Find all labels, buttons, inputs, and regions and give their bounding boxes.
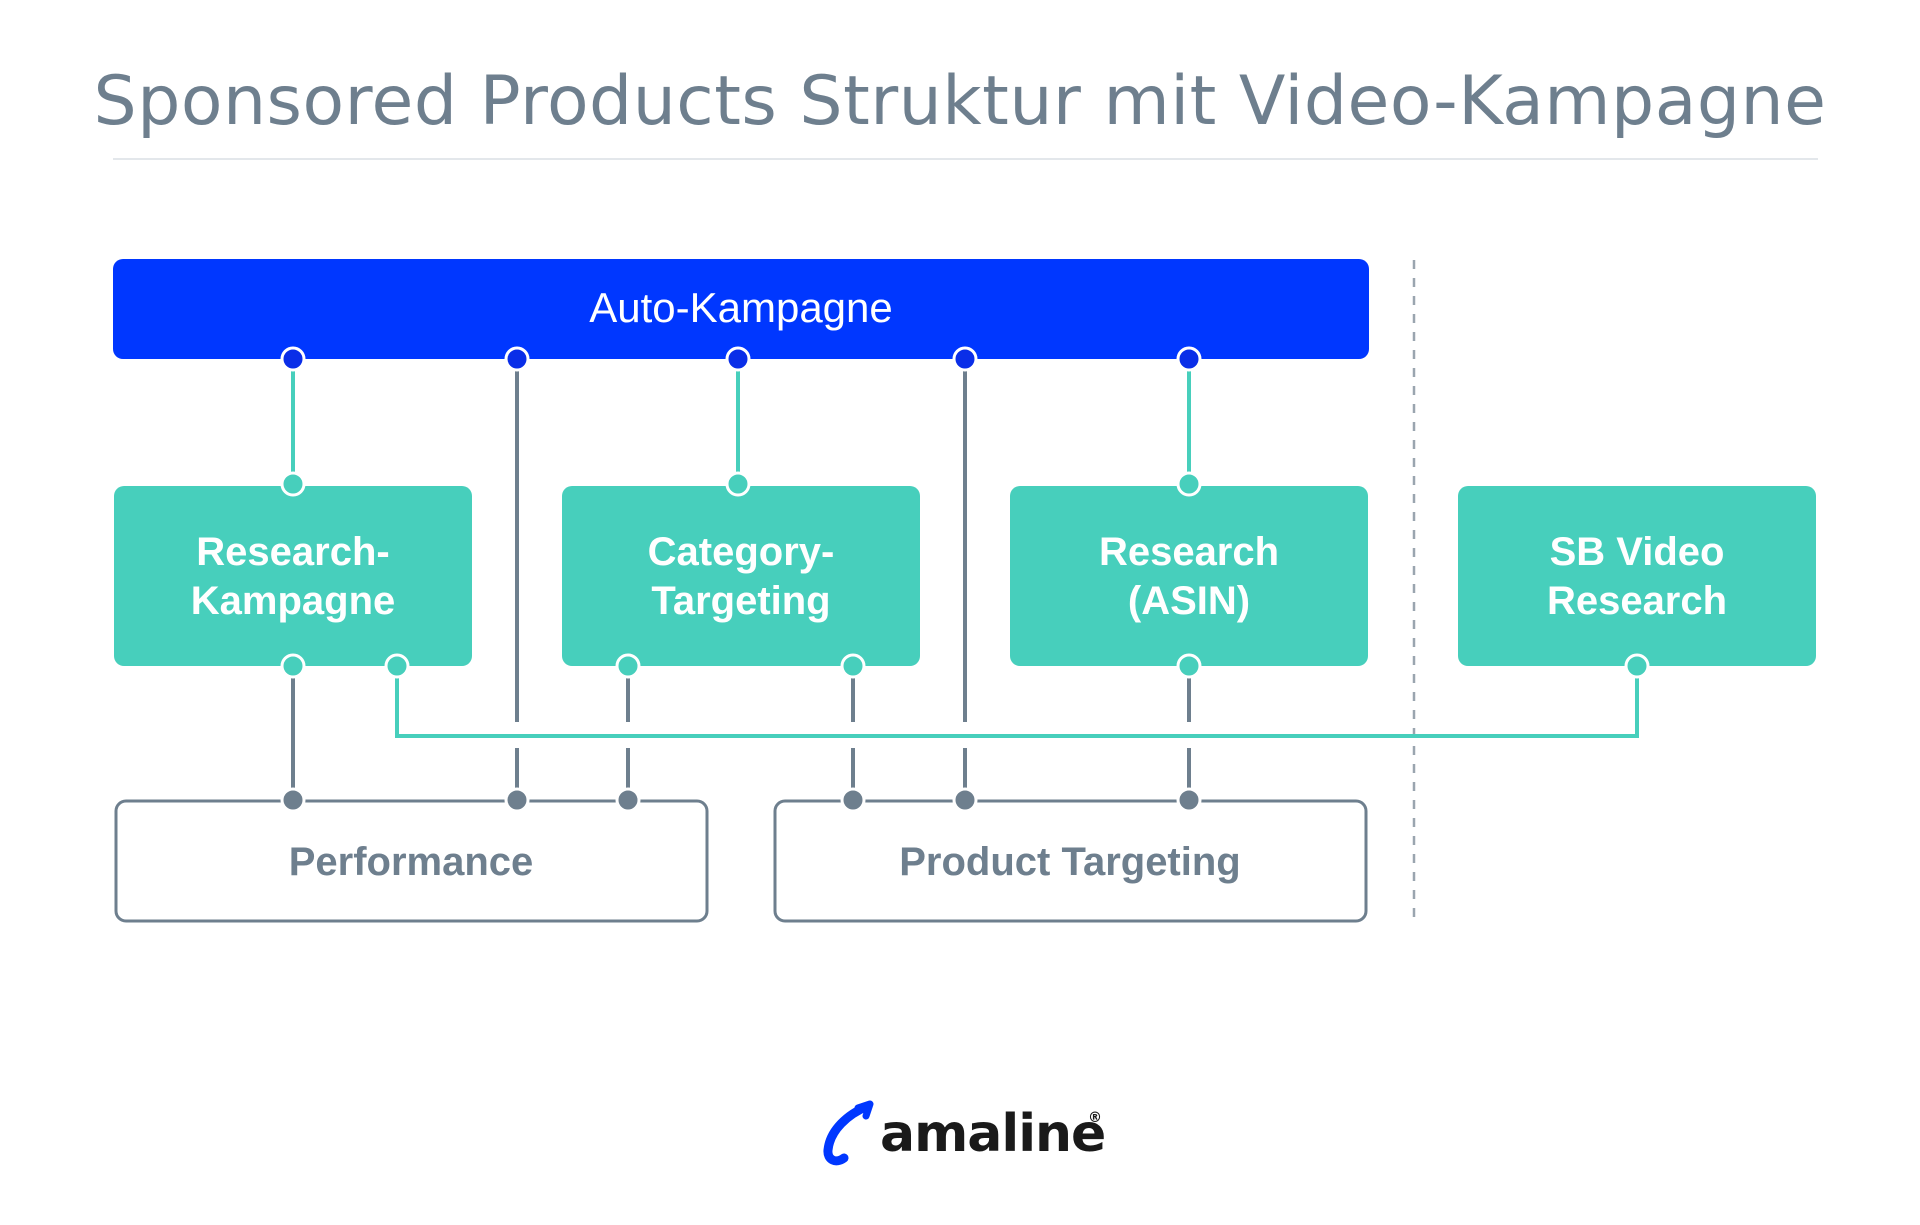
product-targeting-label: Product Targeting [899, 840, 1240, 884]
performance-label: Performance [289, 840, 534, 884]
research-campaign-label-line2: Kampagne [191, 579, 396, 623]
amaline-logo: amaline ® [820, 1100, 1120, 1175]
teal-connector-dots [280, 471, 1650, 679]
research-asin-label-line1: Research [1099, 530, 1279, 574]
dot-performance-2 [504, 787, 530, 813]
dot-product-3 [1176, 787, 1202, 813]
category-targeting-label-line2: Targeting [651, 579, 830, 623]
research-campaign-node [114, 486, 472, 666]
amaline-logo-icon [823, 1100, 874, 1166]
dot-research-bottom-left [280, 653, 306, 679]
product-targeting-node [773, 799, 1368, 923]
dot-product-1 [840, 787, 866, 813]
dot-auto-2 [504, 346, 530, 372]
performance-node [114, 799, 709, 923]
category-targeting-node [562, 486, 920, 666]
category-targeting-label-line1: Category- [648, 530, 835, 574]
dot-research-top [280, 471, 306, 497]
dot-category-bottom-right [840, 653, 866, 679]
edge-research-sbvideo [395, 666, 1639, 738]
auto-connector-dots [280, 346, 1202, 372]
auto-campaign-node [113, 259, 1369, 359]
research-campaign-label-line1: Research- [196, 530, 389, 574]
sb-video-research-node [1458, 486, 1816, 666]
auto-campaign-label: Auto-Kampagne [589, 284, 893, 331]
dot-sbvideo-bottom [1624, 653, 1650, 679]
gray-connector-dots [280, 787, 1202, 813]
logo-registered-mark: ® [1088, 1110, 1102, 1126]
sb-video-research-label-line1: SB Video [1550, 530, 1725, 574]
research-asin-label-line2: (ASIN) [1128, 579, 1250, 623]
research-asin-node [1010, 486, 1368, 666]
dot-auto-5 [1176, 346, 1202, 372]
dot-asin-top [1176, 471, 1202, 497]
sb-video-research-label-line2: Research [1547, 579, 1727, 623]
logo-wordmark: amaline [880, 1104, 1106, 1164]
dot-auto-1 [280, 346, 306, 372]
page-title: Sponsored Products Struktur mit Video-Ka… [93, 62, 1827, 141]
dot-auto-3 [725, 346, 751, 372]
dot-product-2 [952, 787, 978, 813]
dot-auto-4 [952, 346, 978, 372]
title-divider [113, 158, 1818, 160]
dot-performance-1 [280, 787, 306, 813]
dot-asin-bottom [1176, 653, 1202, 679]
dot-performance-3 [615, 787, 641, 813]
dot-category-bottom-left [615, 653, 641, 679]
dot-research-bottom-right [384, 653, 410, 679]
dot-category-top [725, 471, 751, 497]
